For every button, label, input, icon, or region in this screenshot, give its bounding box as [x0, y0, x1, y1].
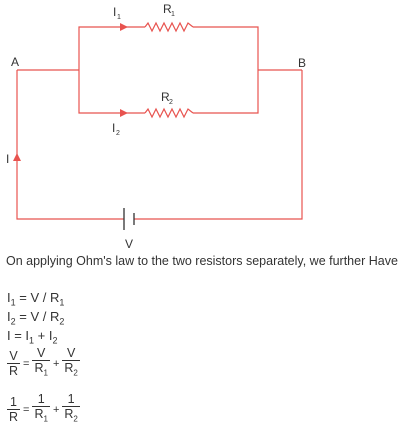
node-b-label: B: [298, 56, 306, 70]
resistor-r1-label: R: [163, 2, 172, 16]
current-i1-label: I: [113, 5, 116, 19]
current-i1-arrow: [120, 23, 128, 31]
equation-i-sum: I = I1 + I2: [7, 328, 58, 346]
resistor-r2: [144, 107, 194, 119]
wire-bottom-branch-right: [193, 70, 259, 114]
battery-symbol: [123, 208, 135, 230]
current-i2-label: I: [112, 121, 115, 135]
current-i1-sub: 1: [117, 14, 121, 21]
current-i2-arrow: [120, 109, 128, 117]
resistor-r2-sub: 2: [169, 99, 173, 106]
wire-bottom-branch: [78, 70, 145, 114]
resistor-r2-label: R: [161, 90, 170, 104]
source-v-label: V: [125, 237, 133, 250]
wire-top-branch: [78, 26, 145, 70]
resistor-r1: [144, 21, 194, 33]
equation-i1: I1 = V / R1: [7, 290, 65, 308]
wire-top-branch-right: [193, 26, 259, 70]
explanation-paragraph: On applying Ohm's law to the two resisto…: [6, 254, 398, 268]
circuit-wires: [16, 21, 303, 220]
wire-outer-loop-right: [134, 70, 303, 220]
node-a-label: A: [11, 55, 19, 69]
current-i2-sub: 2: [116, 130, 120, 137]
circuit-diagram: A B I I 1 I 2 R 1 R 2 V: [6, 2, 306, 250]
resistor-r1-sub: 1: [171, 11, 175, 18]
equation-i2: I2 = V / R2: [7, 309, 65, 327]
current-i-arrow: [13, 153, 21, 161]
current-total-label: I: [6, 152, 9, 166]
wire-outer-loop: [16, 70, 124, 220]
